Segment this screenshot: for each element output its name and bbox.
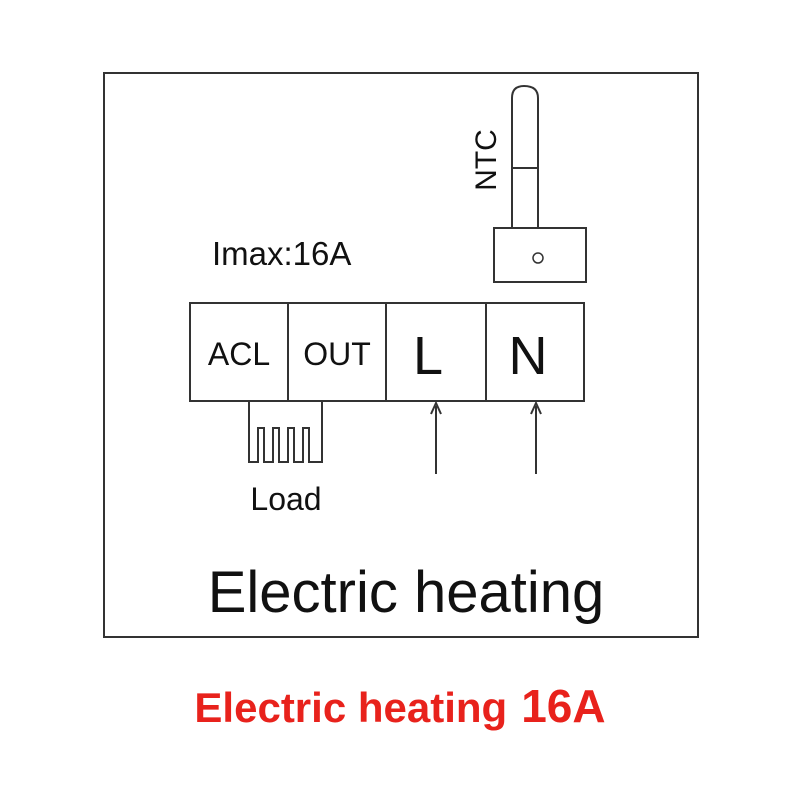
caption-text: Electric heating bbox=[194, 684, 507, 731]
terminal-n-label: N bbox=[509, 326, 548, 386]
load-label: Load bbox=[250, 481, 321, 517]
caption-rating: 16A bbox=[521, 680, 605, 732]
terminal-acl-label: ACL bbox=[208, 336, 270, 372]
caption: Electric heating 16A bbox=[194, 680, 605, 732]
load-heating-element-symbol bbox=[248, 401, 323, 463]
ntc-connector-hole bbox=[532, 252, 544, 264]
terminal-l-label: L bbox=[413, 326, 443, 386]
diagram-title: Electric heating bbox=[208, 560, 605, 625]
ntc-connector bbox=[493, 227, 587, 283]
terminal-out-label: OUT bbox=[303, 336, 371, 372]
neutral-supply-arrow bbox=[530, 400, 542, 474]
max-current-label: Imax:16A bbox=[212, 235, 351, 272]
ntc-sensor bbox=[493, 84, 587, 283]
ntc-label: NTC bbox=[470, 129, 503, 191]
ntc-probe-tube bbox=[511, 84, 539, 228]
line-supply-arrow bbox=[430, 400, 442, 474]
terminal-block: ACL OUT L N bbox=[189, 302, 585, 402]
